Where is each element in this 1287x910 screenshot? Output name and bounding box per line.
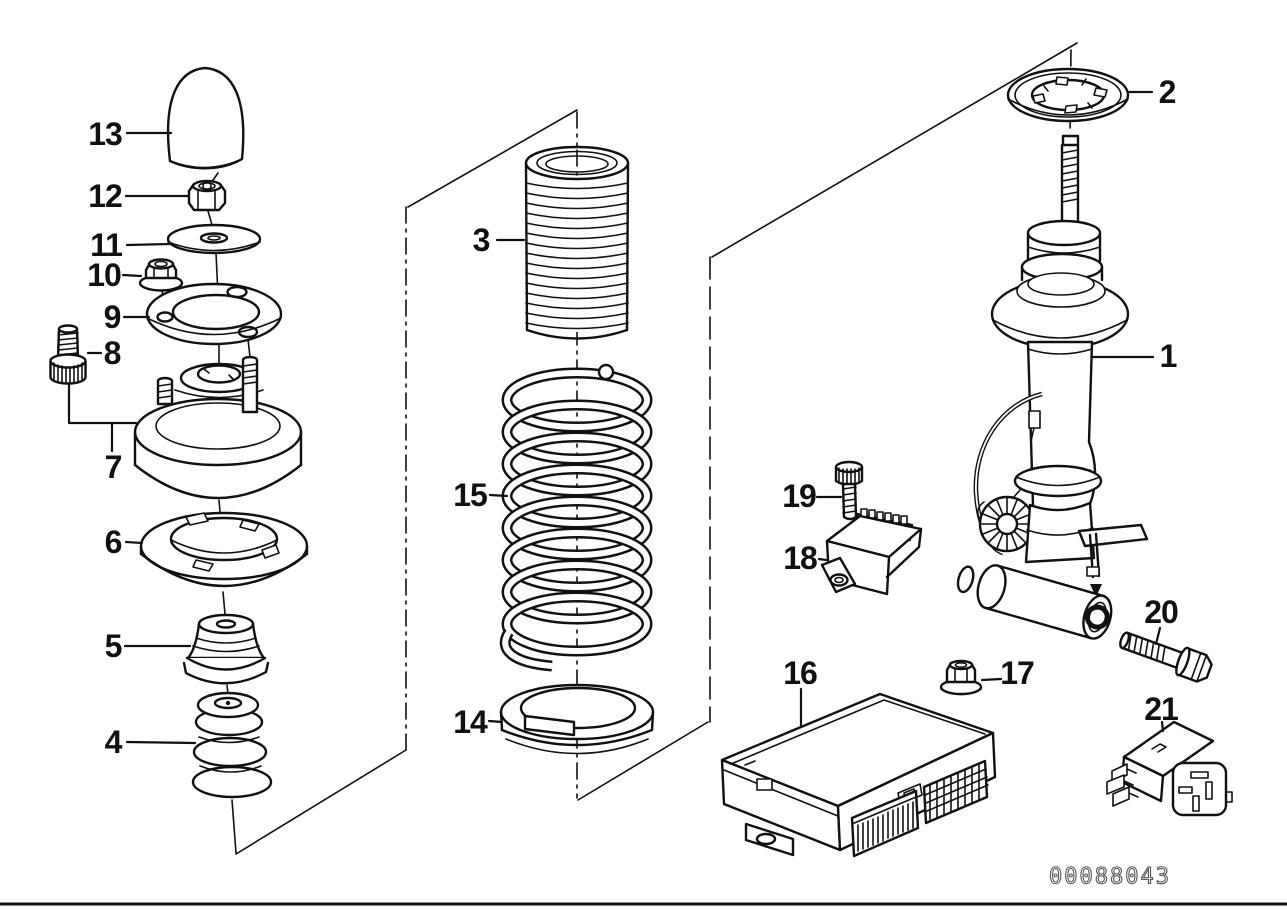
callout-11[interactable]: 11 xyxy=(90,227,123,263)
callout-4[interactable]: 4 xyxy=(104,724,123,760)
callout-19[interactable]: 19 xyxy=(782,478,817,514)
callout-7[interactable]: 7 xyxy=(104,449,123,485)
part-5-rubber-bushing xyxy=(182,613,270,685)
callout-9[interactable]: 9 xyxy=(103,299,122,335)
part-12-lock-nut xyxy=(187,179,227,212)
part-6-spring-pad-upper xyxy=(139,511,309,588)
part-18-acceleration-sensor xyxy=(820,508,923,596)
callout-14[interactable]: 14 xyxy=(453,704,488,740)
diagram-id-number: 00088043 xyxy=(1048,864,1171,890)
part-15-coil-spring xyxy=(499,363,653,672)
section-boundary-left xyxy=(235,109,578,855)
part-21-relay xyxy=(1106,720,1233,817)
callout-20[interactable]: 20 xyxy=(1144,594,1179,630)
part-10-flange-nut xyxy=(138,258,184,292)
part-8-screw xyxy=(49,324,87,385)
callout-16[interactable]: 16 xyxy=(783,655,818,691)
part-16-control-unit xyxy=(720,692,997,858)
callout-1[interactable]: 1 xyxy=(1159,338,1178,374)
callout-18[interactable]: 18 xyxy=(783,540,818,576)
part-3-auxiliary-spring xyxy=(524,145,630,340)
callout-17[interactable]: 17 xyxy=(1000,655,1035,691)
part-2-spring-plate xyxy=(1006,67,1130,123)
callout-5[interactable]: 5 xyxy=(104,628,123,664)
section-boundary-right xyxy=(577,42,1078,801)
part-11-washer xyxy=(166,223,262,255)
callout-13[interactable]: 13 xyxy=(88,116,123,152)
callout-15[interactable]: 15 xyxy=(453,477,488,513)
part-7-support-mount xyxy=(133,355,303,500)
part-13-bump-stop-cap xyxy=(166,66,245,170)
part-19-sensor-screw xyxy=(834,460,864,521)
callout-leader-lines xyxy=(67,90,1165,745)
part-17-flange-nut xyxy=(939,659,983,696)
callout-2[interactable]: 2 xyxy=(1158,74,1177,110)
callout-21[interactable]: 21 xyxy=(1144,691,1179,727)
callout-12[interactable]: 12 xyxy=(88,178,123,214)
callout-6[interactable]: 6 xyxy=(104,524,123,560)
part-14-spring-pad-lower xyxy=(499,683,655,755)
callout-10[interactable]: 10 xyxy=(87,257,122,293)
part-20-bolt xyxy=(1119,631,1213,683)
part-1-shock-absorber-strut xyxy=(956,134,1149,640)
callout-3[interactable]: 3 xyxy=(472,222,491,258)
part-9-support-plate xyxy=(145,282,283,346)
callout-8[interactable]: 8 xyxy=(103,335,122,371)
part-4-bump-stop xyxy=(191,691,273,799)
